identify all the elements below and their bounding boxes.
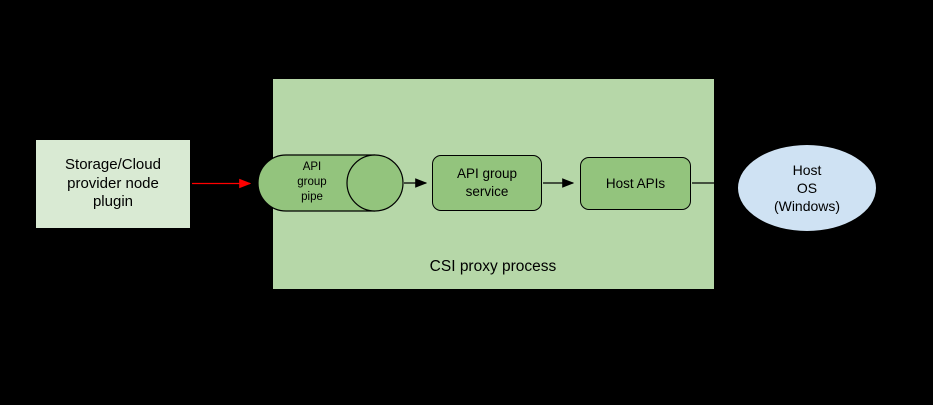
api-group-service-label: API group service bbox=[456, 166, 518, 199]
host-apis-label: Host APIs bbox=[605, 176, 666, 191]
csi-proxy-process-label: CSI proxy process bbox=[429, 258, 557, 275]
pipe-label: API group pipe bbox=[297, 161, 327, 203]
plugin-box: Storage/Cloud provider node plugin bbox=[35, 139, 191, 229]
host-os-ellipse: Host OS (Windows) bbox=[737, 144, 877, 232]
host-apis-box: Host APIs bbox=[580, 157, 691, 210]
host-os-label: Host OS (Windows) bbox=[773, 161, 841, 215]
plugin-label: Storage/Cloud provider node plugin bbox=[65, 155, 161, 211]
api-group-service-box: API group service bbox=[432, 155, 542, 211]
